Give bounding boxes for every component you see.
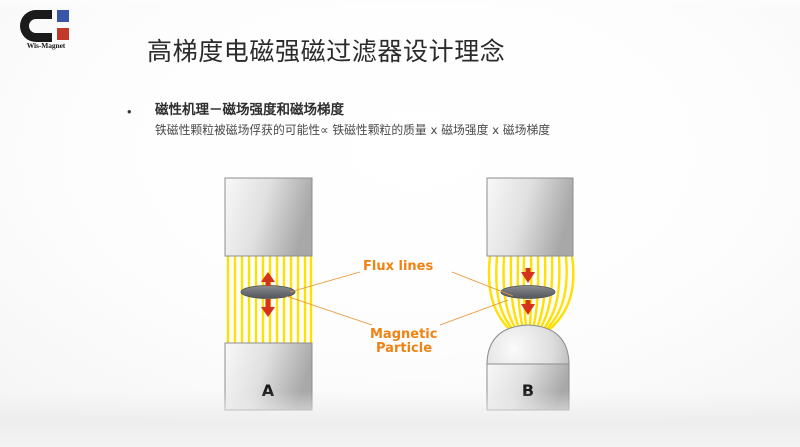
panel-b-bottom-pole-base	[486, 363, 570, 411]
bullet-body-text: 铁磁性颗粒被磁场俘获的可能性∝ 铁磁性颗粒的质量 x 磁场强度 x 磁场梯度	[155, 123, 551, 137]
panel-a-force-arrow-down	[261, 299, 275, 317]
logo-wordmark: Wis-Magnet	[26, 41, 66, 50]
magnet-logo-icon	[20, 10, 69, 42]
wis-magnet-logo: Wis-Magnet	[14, 6, 78, 52]
panel-b: B	[486, 177, 575, 411]
callout-leader-lines	[285, 271, 514, 326]
panel-b-force-arrow-top	[521, 268, 535, 283]
magnetic-particle-label-line1: Magnetic	[370, 327, 437, 342]
panel-b-top-pole	[486, 177, 574, 257]
panel-a-bottom-pole	[224, 342, 313, 411]
panel-a-top-pole	[224, 177, 313, 257]
panel-a-letter: A	[262, 381, 275, 400]
panel-b-force-arrow-bottom	[521, 300, 535, 315]
page-title: 高梯度电磁强磁过滤器设计理念	[147, 37, 506, 66]
flux-lines-label: Flux lines	[363, 259, 433, 274]
magnetic-particle-label-line2: Particle	[376, 341, 432, 356]
panel-a-flux-lines	[226, 256, 313, 343]
panel-a-force-arrow-up	[261, 272, 275, 286]
bullet-heading: 磁性机理－磁场强度和磁场梯度	[155, 102, 344, 118]
panel-a: A	[224, 177, 313, 411]
panel-b-letter: B	[522, 381, 534, 400]
bullet-marker: •	[127, 104, 132, 119]
panel-b-magnetic-particle	[500, 285, 556, 299]
